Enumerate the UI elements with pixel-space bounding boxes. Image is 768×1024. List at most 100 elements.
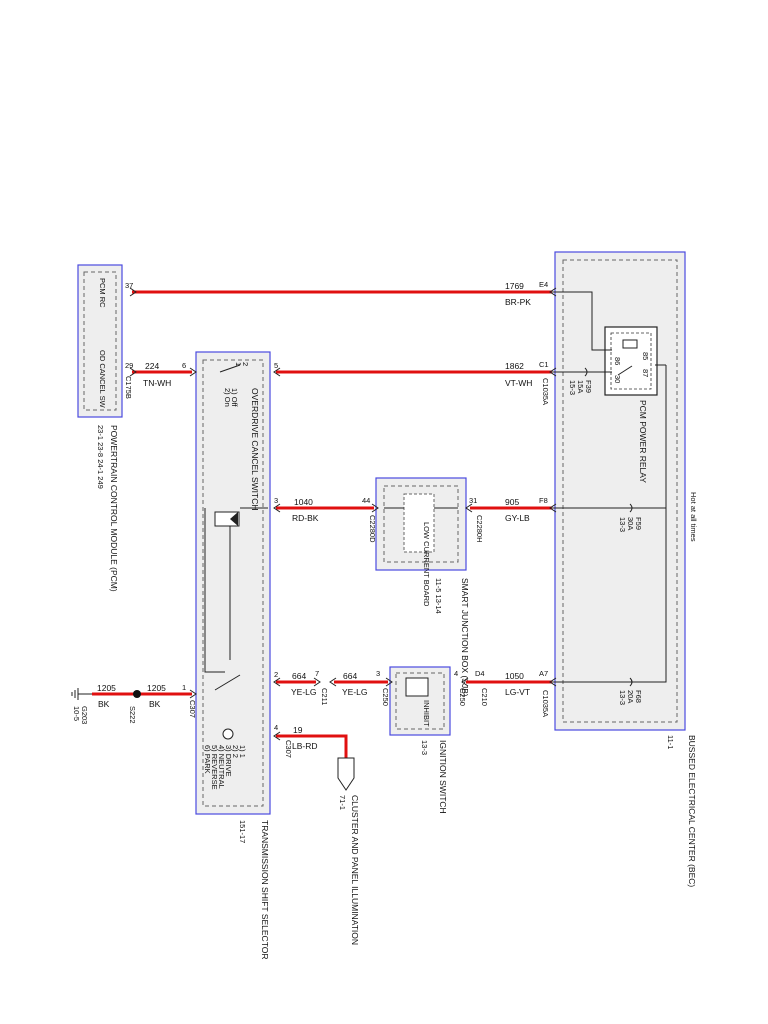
sjb-title: SMART JUNCTION BOX (SJB) (460, 578, 470, 697)
ign-connector-right: C250 (458, 688, 467, 706)
fuse-f68-amp: 20A (626, 690, 635, 703)
conn-arrow-37 (129, 287, 137, 297)
bec-title: BUSSED ELECTRICAL CENTER (BEC) (687, 735, 697, 887)
wire-1040-color: RD-BK (292, 513, 319, 523)
bec-page: 11-1 (666, 735, 675, 749)
tss-pin-5: 5 (274, 361, 278, 370)
ignition-switch-box (389, 666, 451, 736)
c210-pin-d4: D4 (475, 669, 485, 678)
ign-pin-3: 3 (376, 669, 380, 678)
wire-905-num: 905 (505, 497, 519, 507)
bec-pin-e4: E4 (539, 280, 548, 289)
tss-pin-4: 4 (274, 723, 278, 732)
splice-s222-label: S222 (128, 706, 137, 724)
ignition-switch-page: 13-3 (420, 740, 429, 755)
sjb-pin-44: 44 (362, 496, 370, 505)
od-switch-pin-1: 1 (234, 362, 243, 366)
pcm-pin-29: 29 (125, 361, 133, 370)
ground-g203-label: G203 (80, 706, 89, 724)
wire-1205b-num: 1205 (147, 683, 166, 693)
shift-lock-diode-icon (214, 511, 240, 527)
conn-arrow-ign3 (385, 677, 393, 687)
wire-1769-num: 1769 (505, 281, 524, 291)
ground-g203-icon (71, 688, 92, 700)
sjb-pin-31: 31 (469, 496, 477, 505)
bec-pin-c1: C1 (539, 360, 549, 369)
sjb-module-inner (383, 485, 459, 563)
relay-coil-icon (622, 339, 638, 349)
bec-pin-a7: A7 (539, 669, 548, 678)
relay-pin-87: 87 (641, 369, 650, 377)
tss-connector-left: C307 (188, 700, 197, 718)
fuse-f68-label: F68 (634, 690, 643, 703)
illumination-lamp-icon (222, 728, 234, 740)
pcm-pin-od-label: OD CANCEL SW (98, 350, 107, 409)
pcm-pin-rc-label: PCM RC (98, 278, 107, 308)
wire-1205a-color: BK (98, 699, 110, 709)
pcm-power-relay-label: PCM POWER RELAY (638, 400, 648, 483)
fuse-f59-icon (629, 503, 633, 513)
bec-pin-f8: F8 (539, 496, 548, 505)
conn-arrow-5 (273, 367, 281, 377)
sjb-connector-right: C2280H (475, 515, 484, 543)
fuse-f39-label: F39 (584, 380, 593, 393)
bec-connector-a7: C1035A (541, 690, 550, 717)
pcm-power-relay-box (604, 326, 658, 396)
pcm-connector: C175B (124, 376, 133, 399)
tss-pin-3: 3 (274, 496, 278, 505)
ignition-inhibit-label: INHIBIT (422, 700, 431, 727)
pcm-title: POWERTRAIN CONTROL MODULE (PCM) (109, 425, 119, 592)
conn-arrow-ign4 (461, 677, 469, 687)
conn-arrow-1 (189, 689, 197, 699)
c210-label: C210 (480, 688, 489, 706)
gear-pos-neutral: 4) NEUTRAL (217, 745, 226, 789)
tss-module-box (195, 351, 271, 815)
cluster-illumination-page: 71-1 (338, 795, 347, 810)
fuse-f68-icon (629, 677, 633, 687)
conn-arrow-c1 (549, 367, 557, 377)
od-switch-pin-2: 2 (241, 362, 250, 366)
sjb-connector-left: C2280D (368, 515, 377, 543)
conn-arrow-4 (273, 731, 281, 741)
fuse-f59-page: 13-3 (618, 517, 627, 532)
relay-pin-85: 85 (641, 352, 650, 360)
pcm-pin-37: 37 (125, 281, 133, 290)
wire-1205a-num: 1205 (97, 683, 116, 693)
bec-wire-busbar (552, 507, 667, 683)
gear-pos-2: 2) 2 (231, 745, 240, 758)
ignition-inhibit-icon (405, 677, 429, 697)
conn-arrow-c211 (313, 677, 337, 687)
conn-arrow-a7 (549, 677, 557, 687)
ignition-switch-title: IGNITION SWITCH (438, 740, 448, 814)
fuse-f39-icon (584, 367, 588, 377)
tss-title: TRANSMISSION SHIFT SELECTOR (260, 820, 270, 960)
wire-664a-color: YE-LG (291, 687, 317, 697)
tss-internal-wire-a (204, 508, 225, 673)
ignition-switch-inner (395, 672, 445, 730)
pcm-power-relay-inner (610, 332, 652, 390)
tss-pin-2: 2 (274, 670, 278, 679)
wire-664b-num: 664 (343, 671, 357, 681)
gear-selector-contact-icon (214, 674, 241, 691)
hot-at-all-times-note: Hot at all times (689, 492, 698, 542)
od-switch-contact-icon (219, 364, 241, 373)
wire-1050-color: LG-VT (505, 687, 530, 697)
conn-arrow-31 (465, 503, 473, 513)
fuse-f59-amp: 30A (626, 517, 635, 530)
wire-1040-num: 1040 (294, 497, 313, 507)
conn-arrow-3 (273, 503, 281, 513)
wire-664a-num: 664 (292, 671, 306, 681)
conn-arrow-2 (273, 677, 281, 687)
od-cancel-switch-title: OVERDRIVE CANCEL SWITCH (250, 388, 260, 510)
wire-664b-color: YE-LG (342, 687, 368, 697)
tss-pin-1: 1 (182, 683, 186, 692)
wire-1205b-color: BK (149, 699, 161, 709)
splice-s222-icon (133, 690, 141, 698)
cluster-feed-arrow-icon (337, 757, 355, 791)
relay-pin-30: 30 (613, 375, 622, 383)
wire-224-num: 224 (145, 361, 159, 371)
bec-module-inner (562, 259, 678, 723)
wire-1862-color: VT-WH (505, 378, 532, 388)
conn-arrow-44 (371, 503, 379, 513)
